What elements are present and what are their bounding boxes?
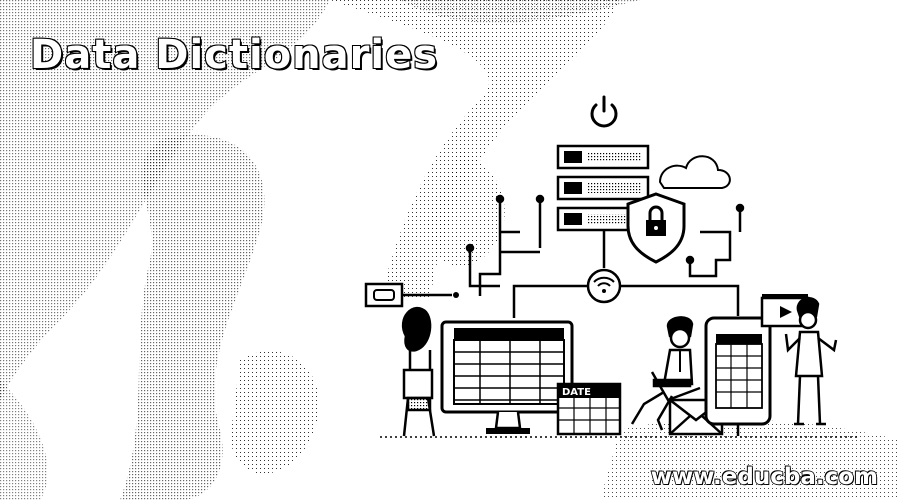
shield-lock-icon — [626, 192, 686, 264]
calendar-icon: DATE — [556, 382, 622, 436]
mobile-spreadsheet — [704, 316, 772, 436]
person-presenting — [784, 297, 838, 426]
person-with-clipboard — [401, 306, 436, 437]
person-with-laptop — [630, 316, 701, 431]
watermark: www.educba.com — [650, 463, 879, 491]
page-title: Data Dictionaries — [29, 31, 439, 79]
battery-icon — [364, 282, 459, 308]
monitor-spreadsheet — [440, 320, 574, 434]
network-lines — [465, 194, 745, 318]
server-rack — [556, 144, 650, 232]
cloud-icon — [658, 155, 731, 189]
power-icon — [590, 95, 618, 128]
calendar-label: DATE — [562, 387, 591, 398]
wifi-icon — [586, 268, 622, 304]
